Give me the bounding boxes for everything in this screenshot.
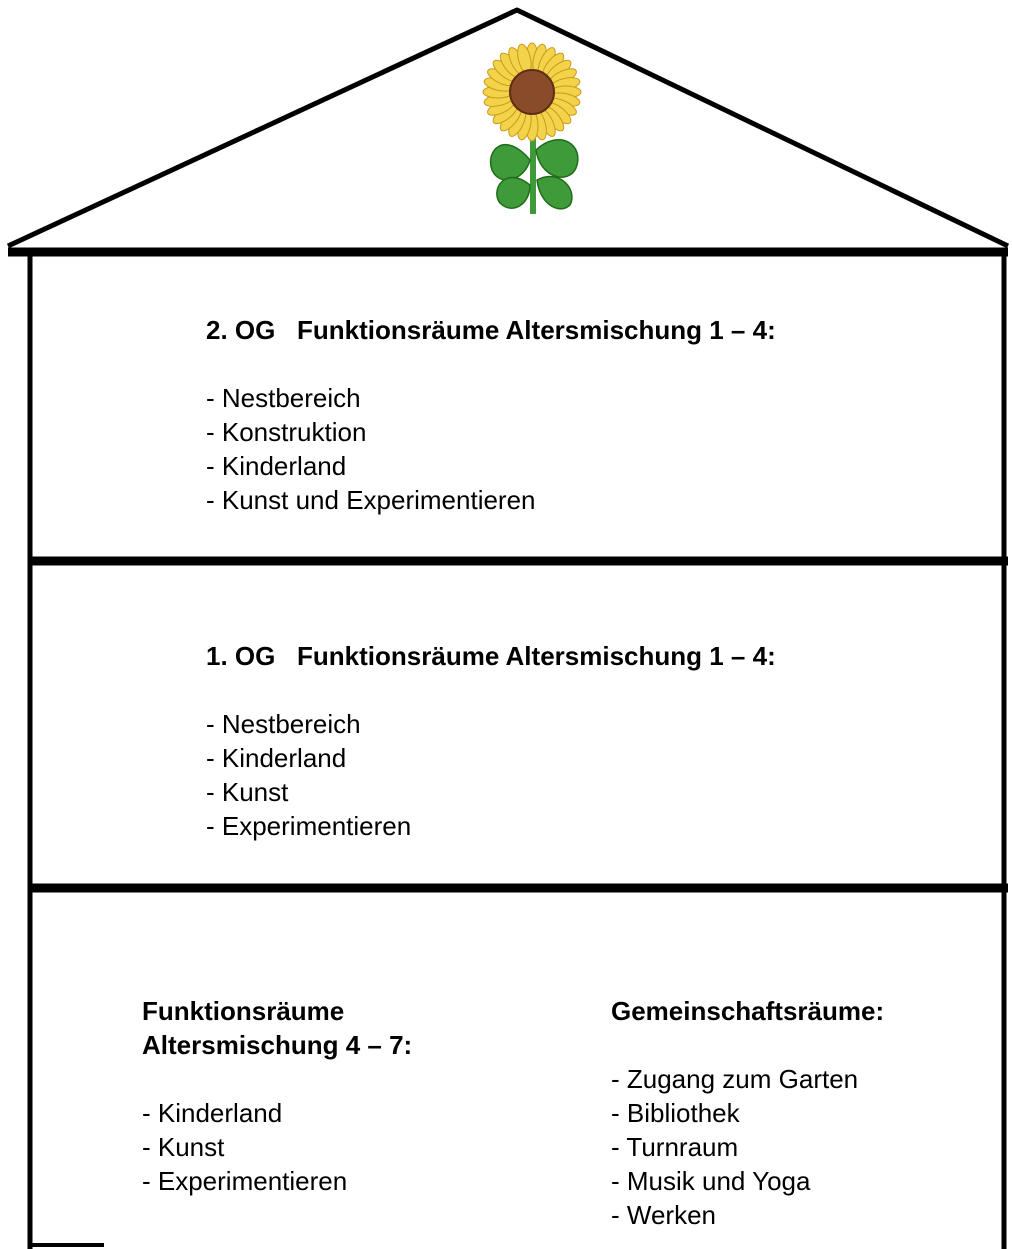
ground-floor-community-section: Gemeinschaftsräume: - Zugang zum Garten … [611, 994, 884, 1232]
roof-outline [6, 7, 1010, 249]
room-item: - Konstruktion [206, 417, 367, 447]
room-item: - Nestbereich [206, 709, 361, 739]
ground-right-heading: Gemeinschaftsräume: [611, 996, 885, 1026]
sunflower-icon [482, 42, 582, 214]
floor-2-heading: 2. OG Funktionsräume Altersmischung 1 – … [206, 315, 776, 345]
floor-1-room-list: - Nestbereich - Kinderland - Kunst - Exp… [206, 707, 776, 843]
room-item: - Experimentieren [206, 811, 412, 841]
ground-floor-age-mix-section: Funktionsräume Altersmischung 4 – 7: - K… [142, 994, 412, 1198]
floor-2-room-list: - Nestbereich - Konstruktion - Kinderlan… [206, 381, 776, 517]
room-item: - Kunst [206, 777, 289, 807]
room-item: - Nestbereich [206, 383, 361, 413]
ground-right-room-list: - Zugang zum Garten - Bibliothek - Turnr… [611, 1062, 884, 1232]
room-item: - Experimentieren [142, 1166, 348, 1196]
floor-1-heading: 1. OG Funktionsräume Altersmischung 1 – … [206, 641, 776, 671]
ground-left-room-list: - Kinderland - Kunst - Experimentieren [142, 1096, 412, 1198]
floor-2-section: 2. OG Funktionsräume Altersmischung 1 – … [206, 313, 776, 517]
room-item: - Werken [611, 1200, 716, 1230]
room-item: - Turnraum [611, 1132, 739, 1162]
room-item: - Kunst [142, 1132, 225, 1162]
room-item: - Kinderland [206, 451, 347, 481]
room-item: - Bibliothek [611, 1098, 740, 1128]
ground-left-heading-line2: Altersmischung 4 – 7: [142, 1030, 413, 1060]
ground-left-heading-line1: Funktionsräume [142, 996, 345, 1026]
room-item: - Zugang zum Garten [611, 1064, 859, 1094]
room-item: - Kinderland [206, 743, 347, 773]
room-item: - Kinderland [142, 1098, 283, 1128]
room-item: - Musik und Yoga [611, 1166, 811, 1196]
floor-1-section: 1. OG Funktionsräume Altersmischung 1 – … [206, 639, 776, 843]
room-item: - Kunst und Experimentieren [206, 485, 536, 515]
